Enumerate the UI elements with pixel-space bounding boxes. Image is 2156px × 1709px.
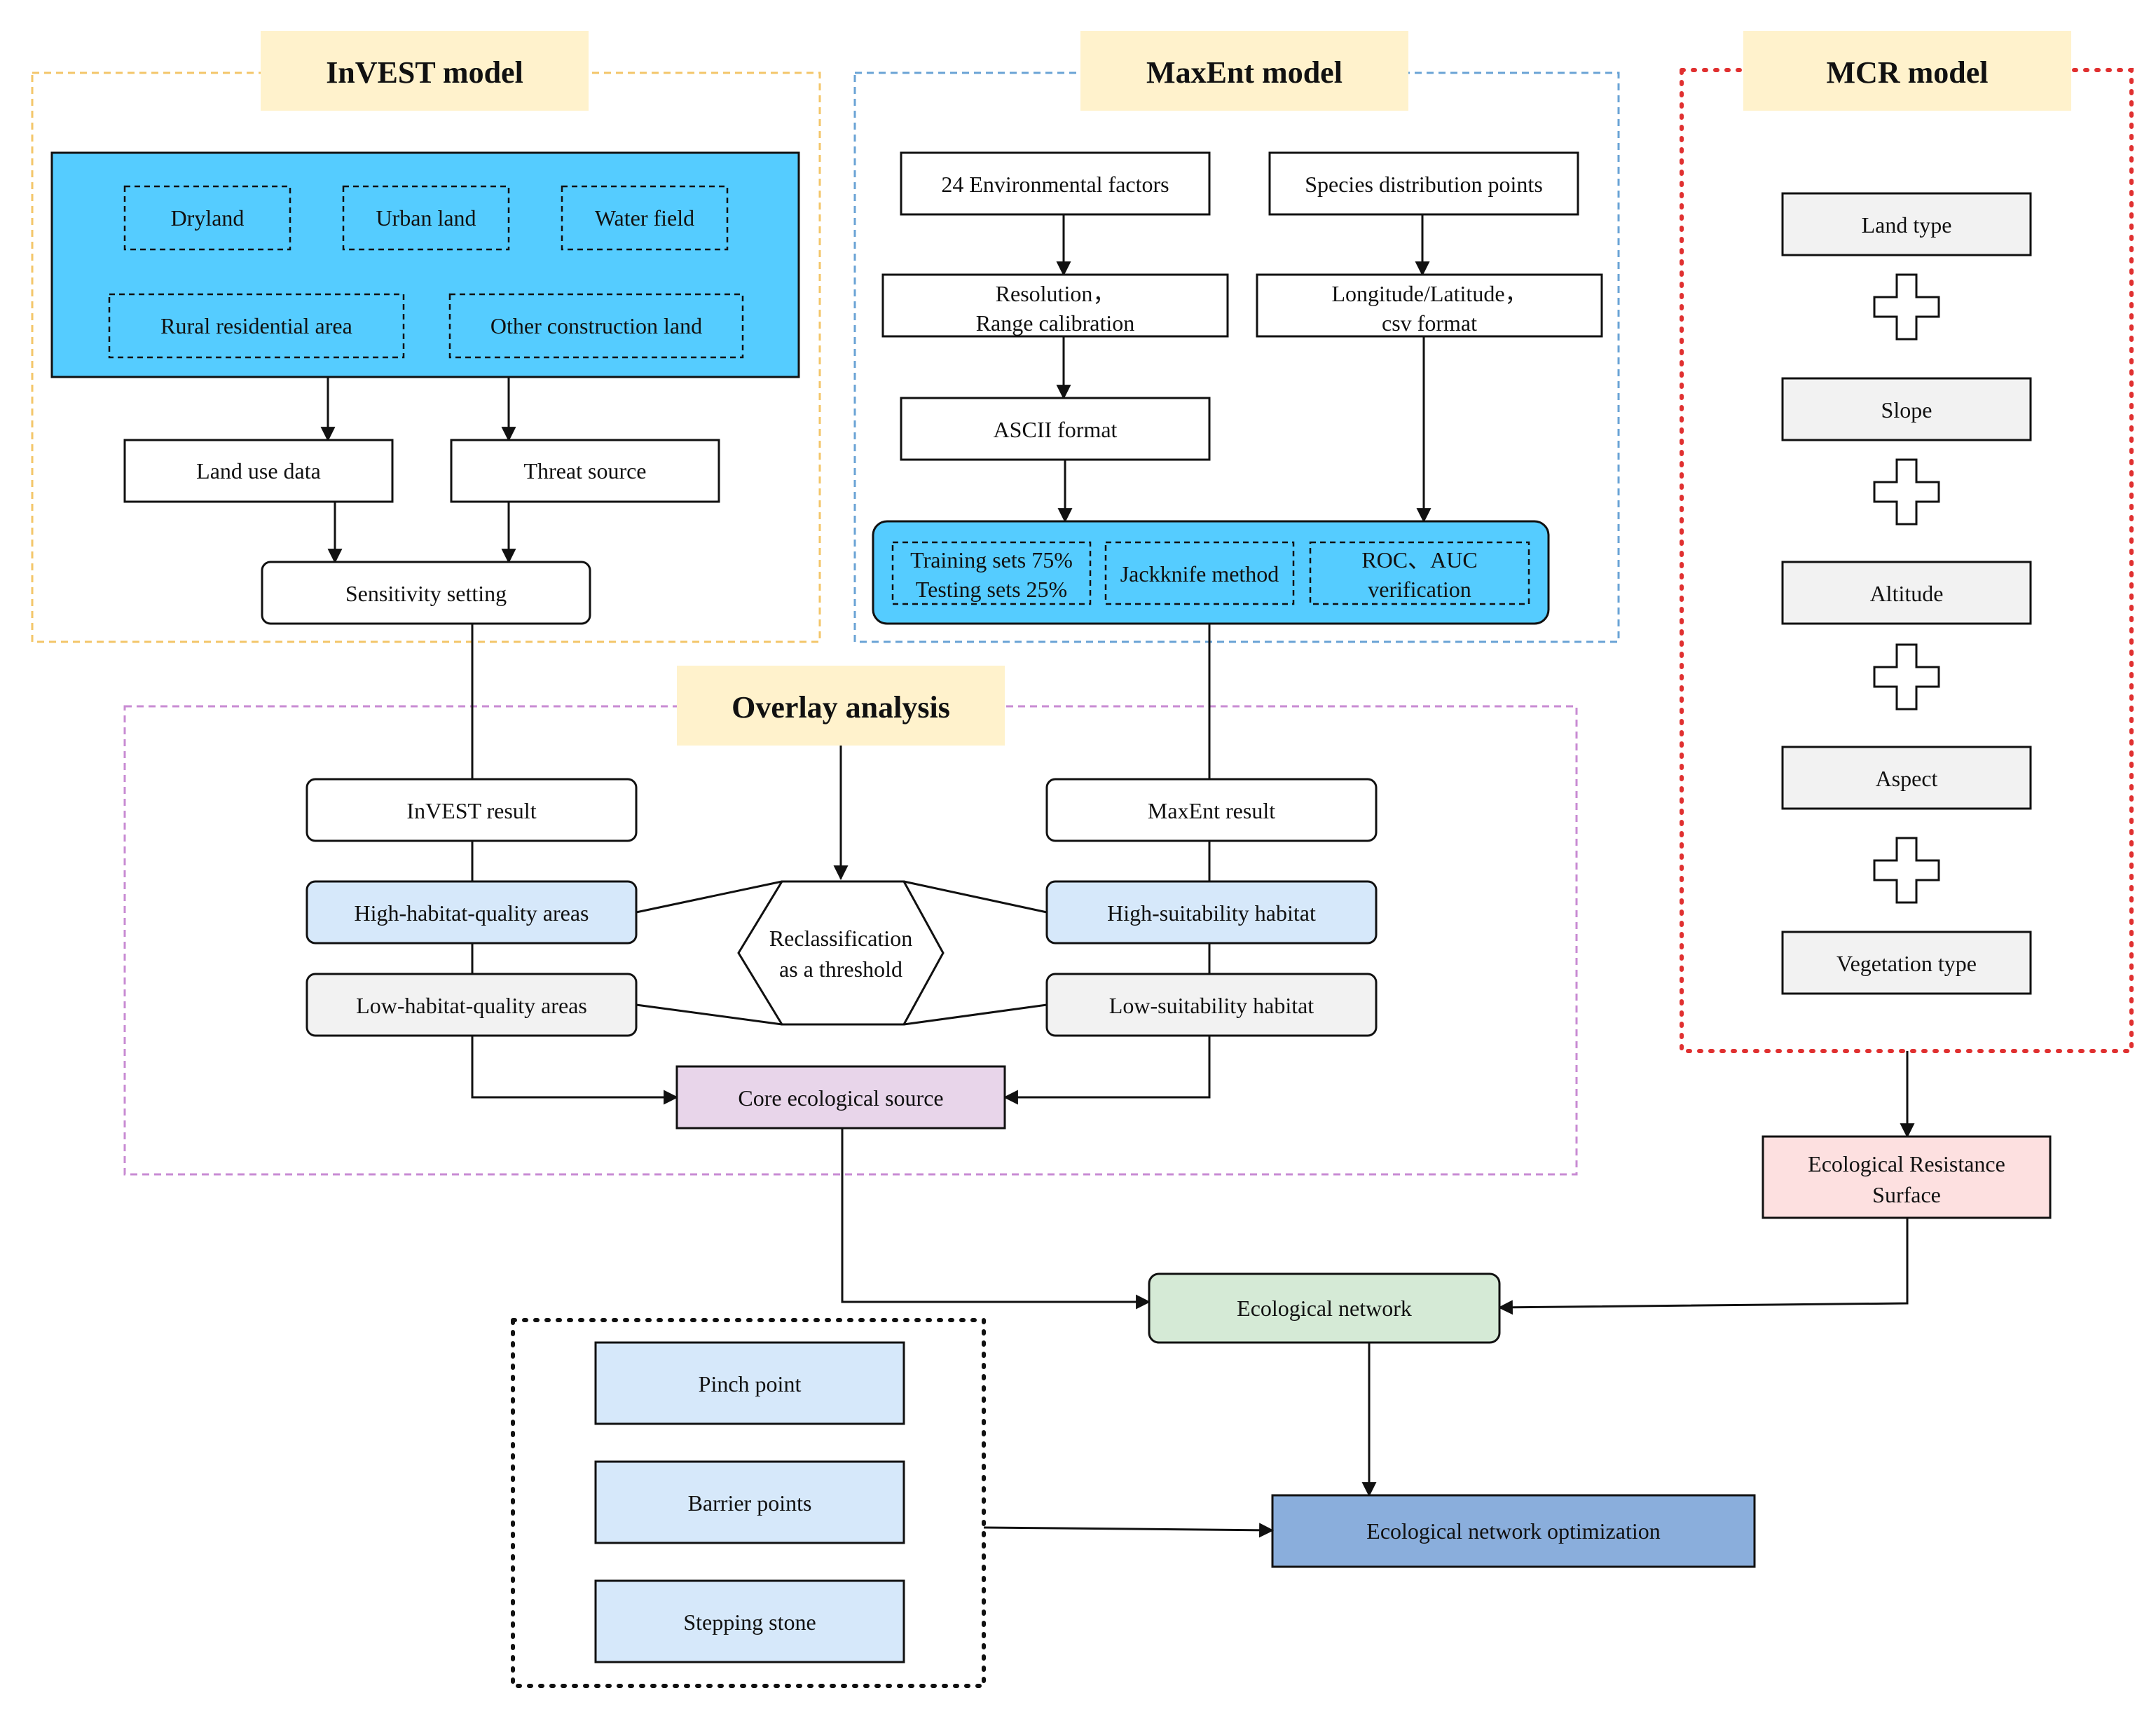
mcr-factor-land-type <box>1781 192 2032 256</box>
maxent-title: MaxEnt model <box>1146 55 1343 90</box>
resolution-line2: Range calibration <box>976 310 1135 336</box>
barrier-points-label: Barrier points <box>688 1490 812 1516</box>
mcr-title: MCR model <box>1827 55 1989 90</box>
species-points-box <box>1268 151 1579 216</box>
species-points-label: Species distribution points <box>1305 172 1543 197</box>
stepping-stone-box <box>594 1579 905 1663</box>
structure-elements-frame <box>511 1318 986 1688</box>
jackknife-label: Jackknife method <box>1120 561 1279 586</box>
env-factors-label: 24 Environmental factors <box>941 172 1169 197</box>
threat-source-label: Threat source <box>523 458 646 483</box>
high-suitability-label: High-suitability habitat <box>1107 900 1316 926</box>
ascii-format-label: ASCII format <box>994 417 1118 442</box>
core-source-label: Core ecological source <box>738 1085 943 1111</box>
reclassification-line1: Reclassification <box>769 926 912 951</box>
model-validation-panel <box>872 520 1550 625</box>
roc-auc-line2: verification <box>1368 577 1471 602</box>
land-type-other-construction: Other construction land <box>490 313 702 338</box>
overlay-section-frame <box>123 705 1578 1176</box>
land-type-urban: Urban land <box>376 205 476 231</box>
mcr-factor-altitude-label: Altitude <box>1870 581 1944 606</box>
barrier-points-box <box>594 1460 905 1544</box>
mcr-factor-slope <box>1781 377 2032 441</box>
sensitivity-setting-label: Sensitivity setting <box>345 581 507 606</box>
invest-title: InVEST model <box>326 55 523 90</box>
land-use-data-label: Land use data <box>196 458 321 483</box>
reclassification-hexagon <box>737 880 945 1026</box>
lonlat-box <box>1256 273 1603 338</box>
high-quality-label: High-habitat-quality areas <box>355 900 589 926</box>
pinch-point-label: Pinch point <box>699 1371 802 1396</box>
mcr-factor-altitude <box>1781 561 2032 625</box>
lonlat-line1: Longitude/Latitude， <box>1331 281 1527 306</box>
mcr-factor-land-type-label: Land type <box>1862 212 1952 238</box>
maxent-result-box <box>1045 778 1378 842</box>
reclassification-line2: as a threshold <box>779 956 902 982</box>
resolution-box <box>881 273 1229 338</box>
maxent-result-label: MaxEnt result <box>1148 798 1275 823</box>
testing-sets-label: Testing sets 25% <box>916 577 1067 602</box>
roc-auc-line1: ROC、AUC <box>1361 547 1477 572</box>
resistance-surface-line1: Ecological Resistance <box>1808 1151 2005 1176</box>
core-source-box <box>675 1065 1006 1130</box>
overlay-title: Overlay analysis <box>732 690 950 725</box>
network-optimization-label: Ecological network optimization <box>1366 1518 1660 1544</box>
lonlat-line2: csv format <box>1382 310 1477 336</box>
land-type-rural: Rural residential area <box>160 313 352 338</box>
invest-result-label: InVEST result <box>406 798 536 823</box>
land-type-water: Water field <box>595 205 694 231</box>
mcr-factor-aspect <box>1781 746 2032 810</box>
low-suitability-label: Low-suitability habitat <box>1109 993 1314 1018</box>
plus-icon <box>1873 273 1940 341</box>
ascii-format-box <box>900 397 1211 461</box>
plus-icon <box>1873 837 1940 904</box>
mcr-factor-vegetation <box>1781 931 2032 995</box>
resistance-surface-line2: Surface <box>1872 1182 1941 1207</box>
mcr-factor-vegetation-label: Vegetation type <box>1836 951 1977 976</box>
pinch-point-box <box>594 1341 905 1425</box>
plus-icon <box>1873 643 1940 711</box>
plus-icon <box>1873 458 1940 526</box>
resistance-surface-box <box>1762 1135 2052 1219</box>
land-use-data-box <box>123 439 394 503</box>
mcr-factor-aspect-label: Aspect <box>1876 766 1938 791</box>
training-sets-label: Training sets 75% <box>910 547 1073 572</box>
low-quality-label: Low-habitat-quality areas <box>356 993 587 1018</box>
ecological-network-label: Ecological network <box>1237 1296 1412 1321</box>
stepping-stone-label: Stepping stone <box>683 1610 816 1635</box>
land-types-panel <box>50 151 800 378</box>
env-factors-box <box>900 151 1211 216</box>
mcr-factor-slope-label: Slope <box>1881 397 1932 423</box>
sensitivity-setting-box <box>261 561 591 625</box>
ecological-network-box <box>1148 1272 1501 1344</box>
resolution-line1: Resolution， <box>996 281 1115 306</box>
land-type-dryland: Dryland <box>171 205 245 231</box>
threat-source-box <box>450 439 720 503</box>
network-optimization-box <box>1271 1494 1756 1568</box>
